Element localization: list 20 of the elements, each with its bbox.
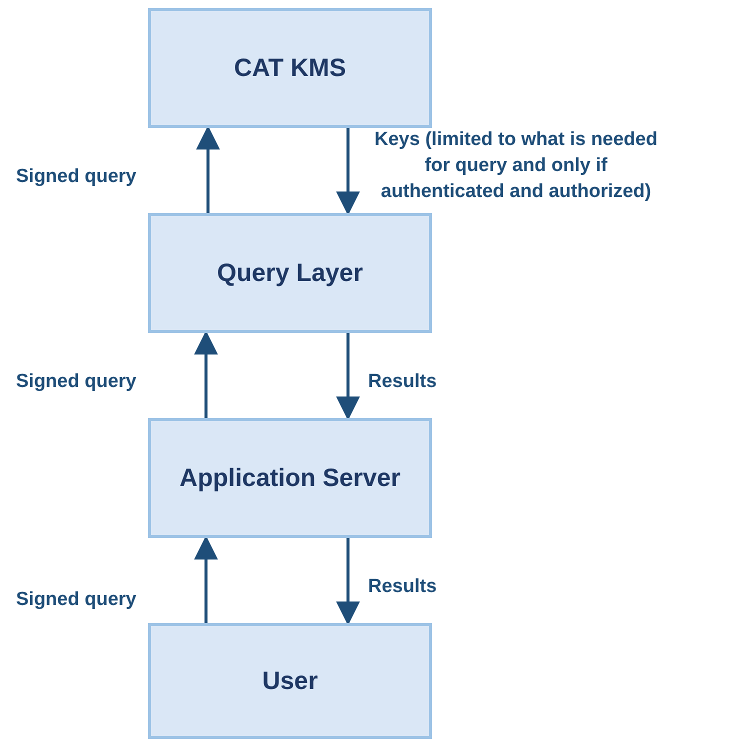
box-label: User	[262, 666, 318, 696]
process-box	[148, 213, 432, 333]
edge-label: Results	[368, 575, 438, 599]
edge-label: Signed query	[16, 588, 138, 612]
process-box	[148, 418, 432, 538]
arrow	[336, 128, 360, 216]
process-box	[148, 623, 432, 739]
edge-label: Signed query	[16, 370, 138, 394]
box-label: Application Server	[180, 464, 400, 492]
arrow	[196, 126, 220, 213]
box-label: Query Layer	[217, 258, 363, 288]
process-box	[148, 8, 432, 128]
edge-label: Keys (limited to what is needed for query and only if authenticated and authorized)	[374, 128, 658, 204]
edge-label: Results	[368, 370, 438, 394]
edge-label: Signed query	[16, 165, 138, 189]
arrow	[194, 536, 218, 623]
arrow	[194, 330, 218, 418]
arrow	[336, 538, 360, 626]
box-label: CAT KMS	[234, 54, 346, 82]
arrow	[336, 333, 360, 420]
